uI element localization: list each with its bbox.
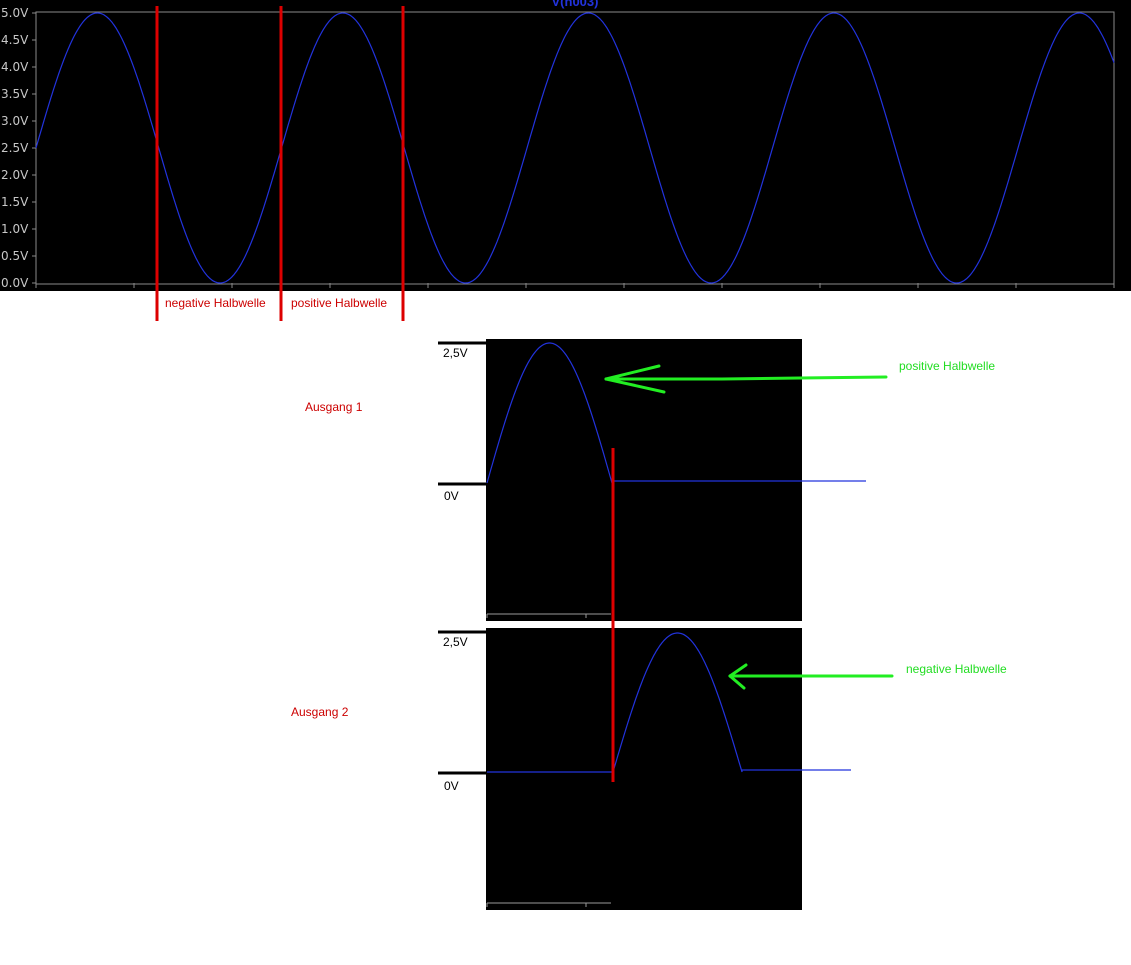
annotation-positive-halbwelle: positive Halbwelle (291, 296, 387, 310)
arrow-positive-label: positive Halbwelle (899, 359, 995, 373)
output1-plot-area (486, 339, 802, 621)
top-plot-area (0, 0, 1131, 291)
arrow-negative-label: negative Halbwelle (906, 662, 1007, 676)
top-y-tick-label: 3.5V (1, 87, 29, 101)
output2-plot-area (486, 628, 802, 910)
top-x-axis (35, 283, 1115, 288)
output1-tick-label-zero: 0V (444, 489, 459, 503)
top-y-tick-label: 2.5V (1, 141, 29, 155)
top-y-tick-label: 0.5V (1, 249, 29, 263)
top-y-tick-label: 3.0V (1, 114, 29, 128)
output2-tick-label-top: 2,5V (443, 635, 468, 649)
arrow-negative (728, 663, 894, 690)
arrow-positive (604, 364, 888, 394)
output2-tick-label-zero: 0V (444, 779, 459, 793)
output1-series-line (486, 342, 866, 484)
top-y-tick-label: 4.0V (1, 60, 29, 74)
top-y-tick-label: 5.0V (1, 6, 29, 20)
top-y-tick-label: 4.5V (1, 33, 29, 47)
top-y-tick-label: 0.0V (1, 276, 29, 290)
top-y-tick-label: 1.0V (1, 222, 29, 236)
output2-label: Ausgang 2 (291, 705, 349, 719)
output1-label: Ausgang 1 (305, 400, 363, 414)
annotation-negative-halbwelle: negative Halbwelle (165, 296, 266, 310)
output1-tick-label-top: 2,5V (443, 346, 468, 360)
top-y-axis: 5.0V 4.5V 4.0V 3.5V 3.0V 2.5V 2.0V 1.5V 1.0V 0.5V… (1, 6, 36, 290)
top-y-tick-label: 2.0V (1, 168, 29, 182)
top-y-tick-label: 1.5V (1, 195, 29, 209)
output2-series-line (487, 632, 851, 773)
top-plot-title: V(n003) (552, 0, 599, 9)
top-series-line (35, 12, 1115, 284)
